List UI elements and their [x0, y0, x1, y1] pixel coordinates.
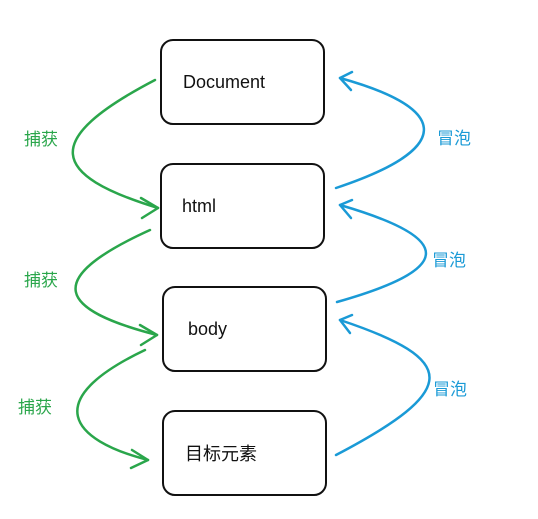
bubble-label-3: 冒泡 [433, 380, 467, 399]
bubble-label-1: 冒泡 [437, 129, 471, 148]
node-html-label: html [182, 195, 217, 216]
capture-arrowhead-3 [129, 448, 150, 470]
capture-arrow-html-to-body [74, 228, 159, 337]
node-document-label: Document [183, 71, 266, 92]
node-target-element: 目标元素 [162, 410, 327, 496]
node-target-element-label: 目标元素 [185, 444, 257, 464]
bubble-arrowhead-1 [338, 70, 354, 92]
capture-arrow-body-to-target [76, 348, 150, 462]
capture-arrow-document-to-html [71, 78, 160, 210]
capture-label-3: 捕获 [18, 398, 52, 417]
node-html: html [160, 163, 325, 249]
node-body: body [162, 286, 327, 372]
bubble-label-2: 冒泡 [432, 251, 466, 270]
bubble-arrowhead-3 [338, 313, 354, 335]
node-body-label: body [188, 318, 228, 339]
capture-label-1: 捕获 [24, 130, 58, 149]
capture-label-2: 捕获 [24, 271, 58, 290]
bubble-arrow-body-to-html [335, 203, 428, 304]
capture-arrowhead-1 [139, 196, 160, 220]
capture-arrowhead-2 [138, 323, 159, 347]
node-document: Document [160, 39, 325, 125]
bubble-arrow-html-to-document [334, 76, 426, 190]
bubble-arrow-target-to-body [334, 318, 431, 457]
bubble-arrowhead-2 [338, 198, 354, 220]
